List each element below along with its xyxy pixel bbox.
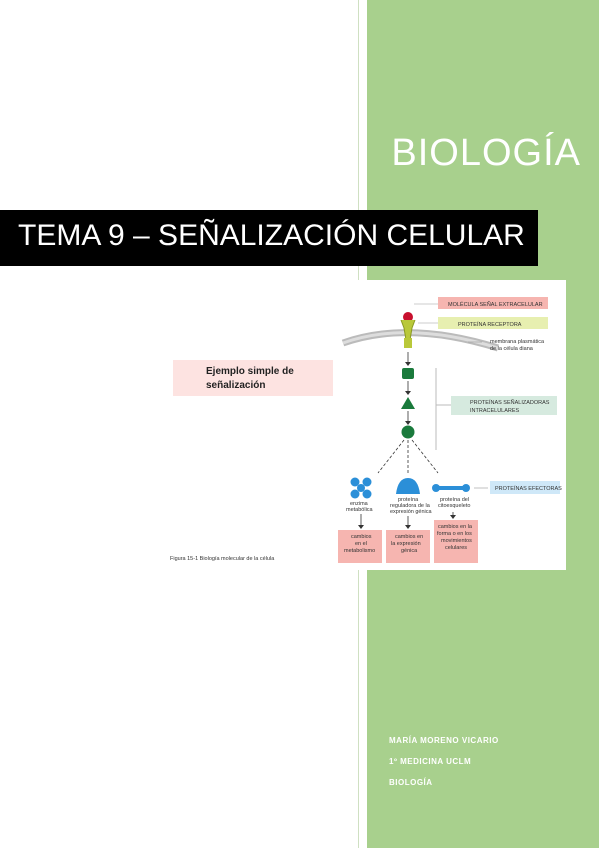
effectors-tag-label: PROTEÍNAS EFECTORAS xyxy=(495,485,562,492)
outcome-2-line1: cambios en xyxy=(395,534,423,540)
membrane-label-2: de la célula diana xyxy=(490,346,534,352)
course-name: 1º MEDICINA UCLM xyxy=(389,757,472,766)
outcome-box-3 xyxy=(434,520,478,563)
effector-2-line3: expresión génica xyxy=(390,509,433,515)
heading-line2: señalización xyxy=(206,380,265,391)
signal-molecule-icon xyxy=(403,312,413,322)
membrane-label-1: membrana plasmática xyxy=(490,339,545,345)
signal-tag xyxy=(438,297,548,309)
effector-1-line2: metabólica xyxy=(346,507,374,513)
outcome-1-line3: metabolismo xyxy=(344,548,375,554)
square-protein-icon xyxy=(402,368,414,379)
heading-box xyxy=(173,360,333,396)
subject-footer: BIOLOGÍA xyxy=(389,778,433,787)
outcome-1-line1: cambios xyxy=(351,534,372,540)
receptor-tag-label: PROTEÍNA RECEPTORA xyxy=(458,321,522,328)
triangle-protein-icon xyxy=(401,397,415,409)
enzyme-icon xyxy=(350,477,372,499)
outcome-3-line3: movimientos xyxy=(441,538,472,544)
title-banner xyxy=(0,210,538,266)
effector-2-line1: proteína xyxy=(398,497,419,503)
signaling-diagram: Ejemplo simple de señalización MOLÉCULA … xyxy=(170,297,562,563)
intracellular-tag xyxy=(451,396,557,415)
circle-protein-icon xyxy=(401,425,415,439)
effector-1-line1: enzima xyxy=(350,501,369,507)
gene-regulator-icon xyxy=(396,478,420,494)
author-name: MARÍA MORENO VICARIO xyxy=(389,736,499,745)
outcome-2-line2: la expresión xyxy=(391,541,421,547)
outcome-box-1 xyxy=(338,530,382,563)
page-title: TEMA 9 – SEÑALIZACIÓN CELULAR xyxy=(18,219,525,252)
signaling-figure: Ejemplo simple de señalización MOLÉCULA … xyxy=(168,280,566,570)
outcome-3-line4: celulares xyxy=(445,545,467,551)
figure-caption: Figura 15-1 Biología molecular de la cél… xyxy=(170,556,275,562)
intracellular-tag-label-2: INTRACELULARES xyxy=(470,408,520,414)
effectors-tag xyxy=(490,481,560,494)
intracellular-tag-label-1: PROTEÍNAS SEÑALIZADORAS xyxy=(470,399,550,406)
effector-3-line1: proteína del xyxy=(440,497,469,503)
effector-3-line2: citoesqueleto xyxy=(438,503,470,509)
effector-2-line2: reguladora de la xyxy=(390,503,431,509)
outcome-box-2 xyxy=(386,530,430,563)
subject-title: BIOLOGÍA xyxy=(391,132,581,174)
receptor-tag xyxy=(438,317,548,329)
outcome-3-line2: forma o en los xyxy=(437,531,472,537)
heading-line1: Ejemplo simple de xyxy=(206,366,294,377)
outcome-3-line1: cambios en la xyxy=(438,524,473,530)
outcome-2-line3: génica xyxy=(401,548,418,554)
cytoskeleton-icon xyxy=(432,484,470,492)
outcome-1-line2: en el xyxy=(355,541,367,547)
signal-tag-label: MOLÉCULA SEÑAL EXTRACELULAR xyxy=(448,301,543,308)
